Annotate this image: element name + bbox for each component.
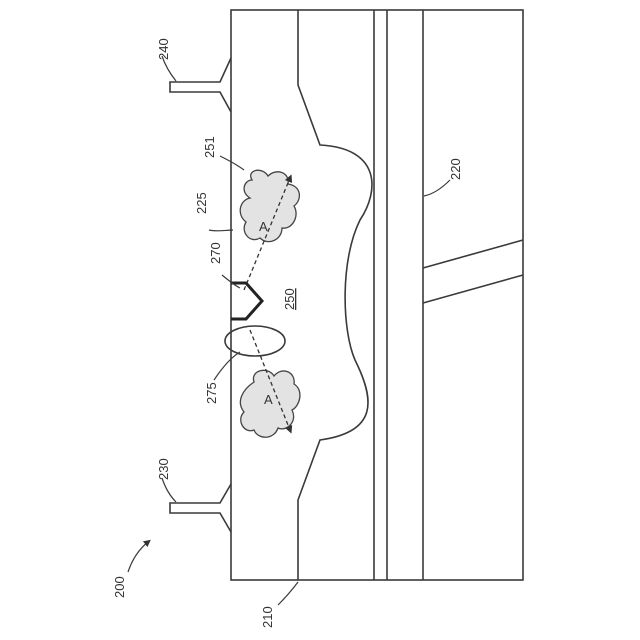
particle-label-a-top: A (259, 219, 268, 234)
layer-210-profile (298, 10, 372, 580)
ref-240: 240 (156, 38, 171, 60)
ref-230: 230 (156, 458, 171, 480)
leader-200 (128, 542, 148, 572)
leader-225 (209, 230, 233, 231)
ref-275: 275 (204, 382, 219, 404)
leader-220 (424, 180, 450, 196)
particle-label-a-bottom: A (264, 392, 273, 407)
ref-220: 220 (448, 158, 463, 180)
leader-251 (220, 156, 244, 170)
ref-270: 270 (208, 242, 223, 264)
strap-upper (423, 240, 523, 268)
leader-230 (162, 478, 176, 502)
ref-250: 250 (282, 288, 297, 310)
ref-251: 251 (202, 136, 217, 158)
element-275 (225, 326, 285, 356)
ref-225: 225 (194, 192, 209, 214)
pin-240 (170, 58, 231, 112)
leader-210 (278, 582, 298, 605)
pin-230 (170, 484, 231, 532)
ref-200: 200 (112, 576, 127, 598)
element-270 (231, 283, 262, 319)
strap-lower (423, 275, 523, 303)
outer-frame (231, 10, 523, 580)
particle-cloud-top (240, 170, 299, 241)
leader-275 (214, 352, 240, 380)
ref-210: 210 (260, 606, 275, 628)
